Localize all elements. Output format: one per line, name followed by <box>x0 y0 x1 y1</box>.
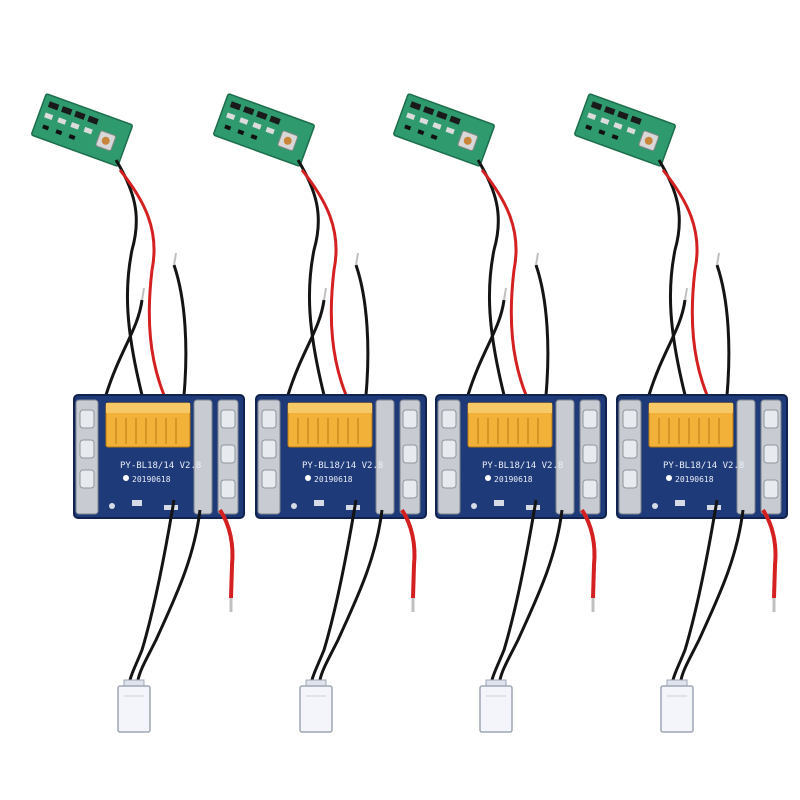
unit-4: PY-BL18/14 V2.8 20190618 <box>572 91 789 735</box>
unit-1: PY-BL18/14 V2.8 20190618 <box>29 91 247 735</box>
unit-3: PY-BL18/14 V2.8 20190618 <box>391 91 608 735</box>
board-label: PY-BL18/14 V2.8 <box>482 461 563 471</box>
board-date: 20190618 <box>494 475 533 484</box>
board-date: 20190618 <box>132 475 171 484</box>
board-label: PY-BL18/14 V2.8 <box>663 461 744 471</box>
board-date: 20190618 <box>314 475 353 484</box>
board-label: PY-BL18/14 V2.8 <box>302 461 383 471</box>
board-date: 20190618 <box>675 475 714 484</box>
board-label: PY-BL18/14 V2.8 <box>120 461 201 471</box>
unit-2: PY-BL18/14 V2.8 20190618 <box>211 91 428 735</box>
